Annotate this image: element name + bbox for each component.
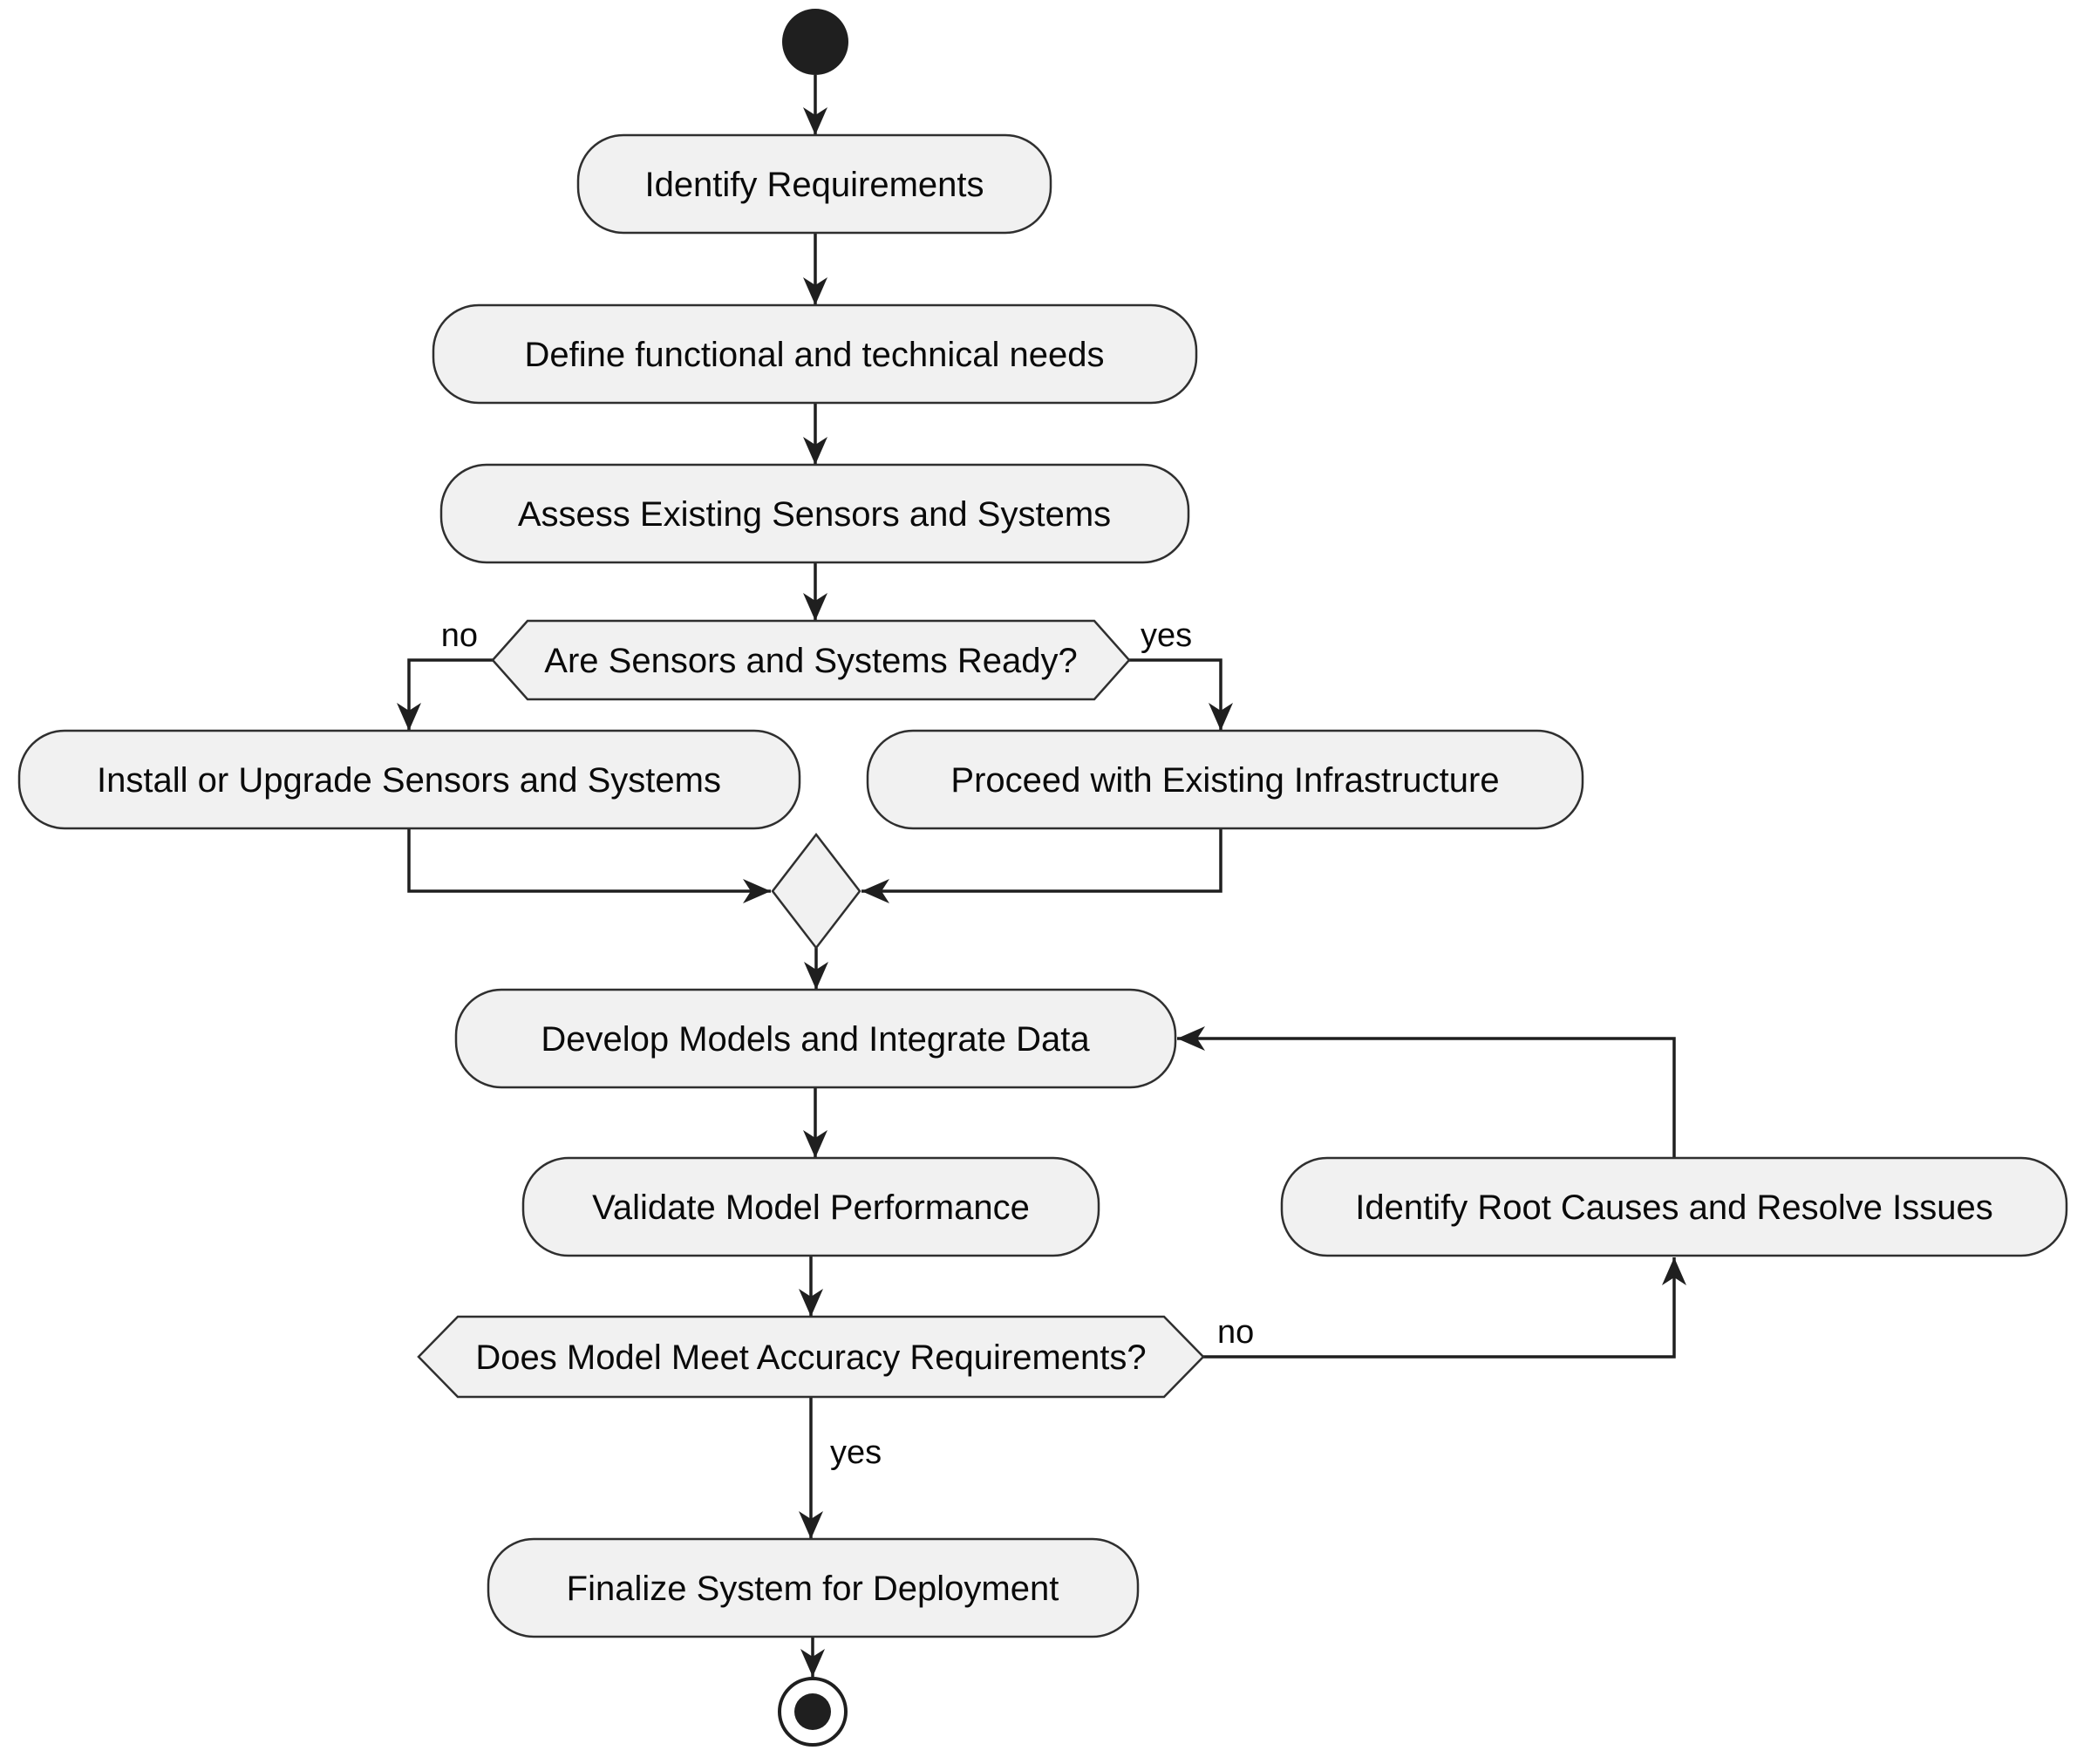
decision-sensors-ready-label: Are Sensors and Systems Ready? [544,642,1077,680]
end-node [778,1677,848,1747]
edge-install-upgrade-to-merge [407,828,771,903]
activity-assess-sensors: Assess Existing Sensors and Systems [439,463,1190,564]
edge-accuracy-check-no-to-identify-root-causes [1203,1257,1686,1359]
activity-proceed-existing-label: Proceed with Existing Infrastructure [950,761,1499,800]
edge-label-accuracy-no: no [1217,1314,1254,1351]
edge-label-accuracy-yes: yes [830,1434,882,1471]
decision-sensors-ready: Are Sensors and Systems Ready? [491,619,1131,701]
activity-develop-models-label: Develop Models and Integrate Data [541,1020,1090,1059]
edge-proceed-existing-to-merge [861,828,1222,903]
edge-sensors-ready-yes-to-proceed-existing [1129,658,1233,731]
edge-identify-root-causes-to-develop-models [1177,1026,1676,1158]
activity-install-upgrade-label: Install or Upgrade Sensors and Systems [97,761,721,800]
activity-assess-sensors-label: Assess Existing Sensors and Systems [518,495,1111,534]
activity-identify-requirements: Identify Requirements [576,133,1052,235]
activity-finalize-system: Finalize System for Deployment [487,1537,1140,1638]
activity-identify-requirements-label: Identify Requirements [644,166,984,204]
activity-validate-model-label: Validate Model Performance [592,1188,1030,1227]
edge-sensors-ready-no-to-install-upgrade [397,658,493,731]
activity-identify-root-causes: Identify Root Causes and Resolve Issues [1280,1156,2068,1257]
activity-proceed-existing: Proceed with Existing Infrastructure [866,729,1584,830]
edge-label-sensors-ready-yes: yes [1141,617,1192,654]
activity-identify-root-causes-label: Identify Root Causes and Resolve Issues [1355,1188,1993,1227]
merge-node [771,832,861,950]
activity-validate-model: Validate Model Performance [521,1156,1100,1257]
start-node [782,9,848,75]
edge-label-sensors-ready-no: no [441,617,478,654]
activity-develop-models: Develop Models and Integrate Data [454,988,1177,1089]
activity-install-upgrade: Install or Upgrade Sensors and Systems [17,729,801,830]
activity-define-needs: Define functional and technical needs [432,303,1198,405]
activity-finalize-system-label: Finalize System for Deployment [567,1570,1059,1608]
decision-accuracy-check: Does Model Meet Accuracy Requirements? [417,1315,1205,1399]
activity-define-needs-label: Define functional and technical needs [525,336,1105,374]
decision-accuracy-check-label: Does Model Meet Accuracy Requirements? [475,1338,1146,1377]
